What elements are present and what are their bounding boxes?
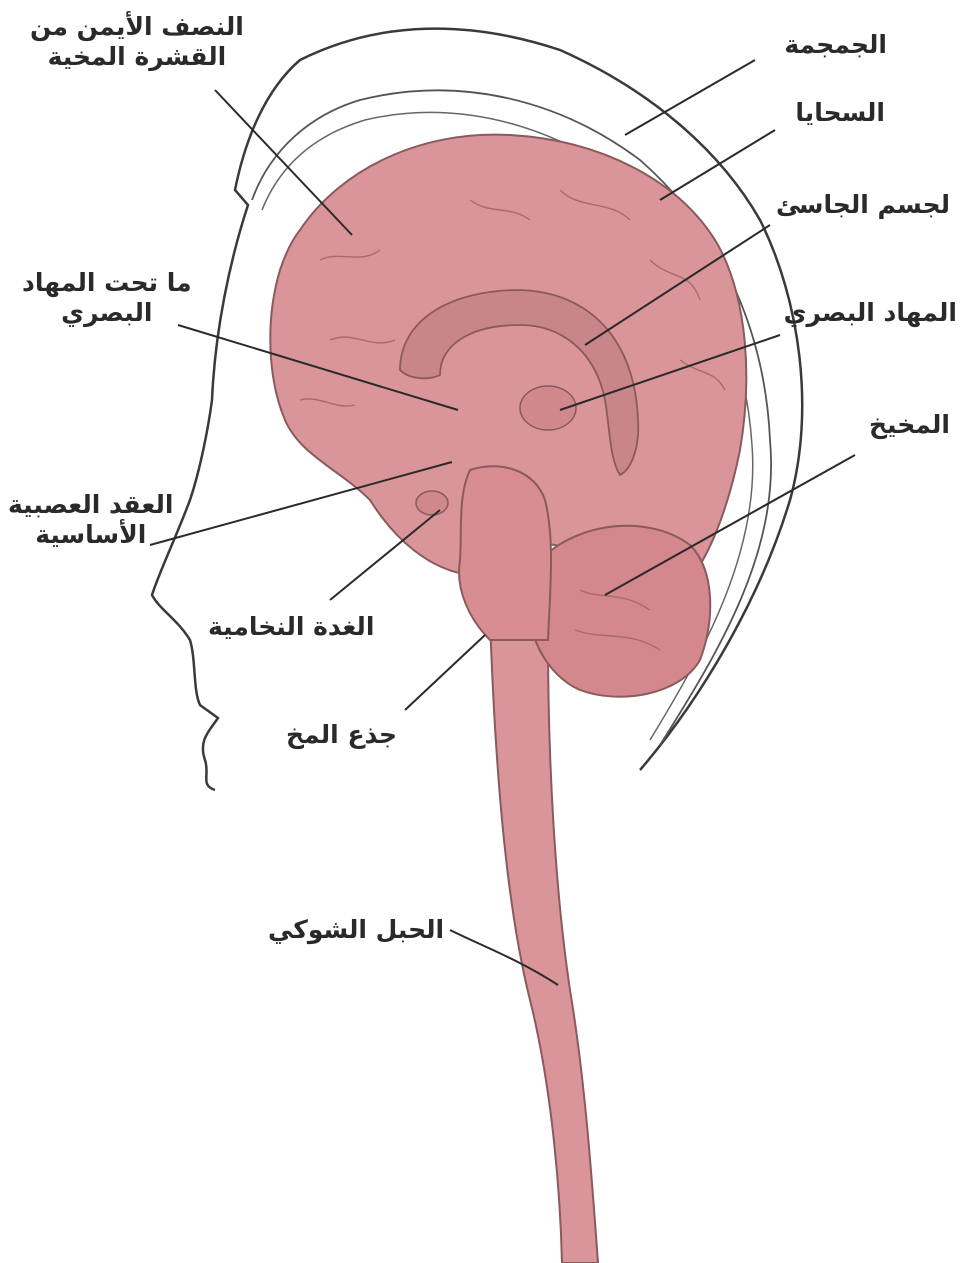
label-meninges-text: السحايا [795,98,885,127]
label-corpus-callosum: لجسم الجاسئ [776,190,950,220]
brainstem-shape [459,466,551,640]
label-hypothalamus-line1: ما تحت المهاد [22,268,192,298]
label-cerebellum: المخيخ [869,410,950,440]
label-basal-ganglia-line1: العقد العصبية [8,490,173,520]
label-cortex-right-half: النصف الأيمن من القشرة المخية [30,12,244,72]
label-cortex-line2: القشرة المخية [30,42,244,72]
label-basal-ganglia: العقد العصبية الأساسية [8,490,173,550]
label-brainstem-text: جذع المخ [286,720,397,749]
label-thalamus: المهاد البصري [784,298,957,328]
label-cerebellum-text: المخيخ [869,410,950,439]
label-spinal-cord-text: الحبل الشوكي [268,915,444,944]
label-thalamus-text: المهاد البصري [784,298,957,327]
label-meninges: السحايا [795,98,885,128]
label-cortex-line1: النصف الأيمن من [30,12,244,42]
label-pituitary: الغدة النخامية [208,612,374,642]
label-spinal-cord: الحبل الشوكي [268,915,444,945]
spinal-cord-shape [490,620,598,1263]
leader-brainstem [405,635,485,710]
label-pituitary-text: الغدة النخامية [208,612,374,641]
label-skull: الجمجمة [784,30,887,60]
label-skull-text: الجمجمة [784,30,887,59]
label-hypothalamus-line2: البصري [22,298,192,328]
label-basal-ganglia-line2: الأساسية [8,520,173,550]
pituitary-shape [416,491,448,515]
label-brainstem: جذع المخ [286,720,397,750]
label-hypothalamus: ما تحت المهاد البصري [22,268,192,328]
label-corpus-callosum-text: لجسم الجاسئ [776,190,950,219]
leader-meninges [660,130,775,200]
